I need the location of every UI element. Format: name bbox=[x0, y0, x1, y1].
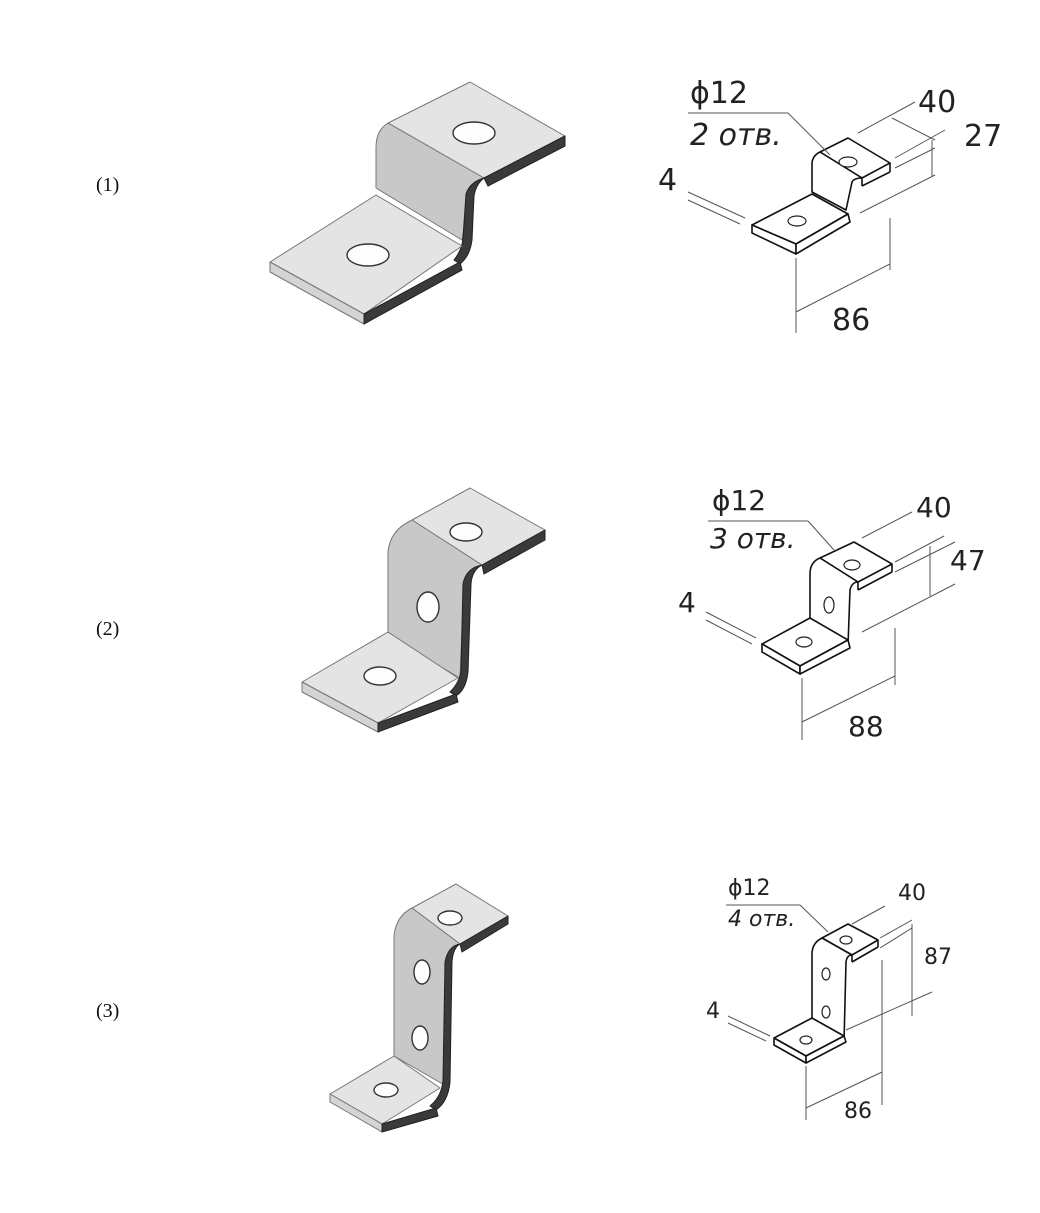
hole-count-label: 2 отв. bbox=[690, 118, 782, 153]
hole-diameter-label: ϕ12 bbox=[712, 484, 766, 517]
hole-diameter-label: ϕ12 bbox=[728, 876, 771, 901]
height-label: 27 bbox=[964, 119, 1002, 154]
hole-diameter-label: ϕ12 bbox=[690, 76, 748, 111]
length-label: 86 bbox=[832, 303, 870, 338]
variant-row-1: (1) bbox=[0, 0, 1040, 400]
height-label: 87 bbox=[924, 945, 952, 970]
width-label: 40 bbox=[918, 85, 956, 120]
variant-label: (3) bbox=[96, 1000, 120, 1022]
variant-label: (1) bbox=[96, 174, 120, 196]
width-label: 40 bbox=[916, 491, 952, 524]
width-label: 40 bbox=[898, 881, 926, 906]
length-label: 86 bbox=[844, 1099, 872, 1124]
variant-label: (2) bbox=[96, 618, 120, 640]
thickness-label: 4 bbox=[706, 999, 720, 1024]
bracket-render bbox=[269, 81, 566, 325]
height-label: 47 bbox=[950, 544, 986, 577]
length-label: 88 bbox=[848, 710, 884, 743]
thickness-label: 4 bbox=[658, 163, 677, 198]
thickness-label: 4 bbox=[678, 586, 696, 619]
variant-row-2: (2) bbox=[0, 400, 1040, 820]
hole-count-label: 4 отв. bbox=[728, 907, 795, 932]
dimension-drawing: ϕ12 2 отв. 4 40 27 86 bbox=[658, 76, 1002, 338]
hole-count-label: 3 отв. bbox=[710, 522, 796, 555]
dimension-drawing: ϕ12 3 отв. 4 40 47 88 bbox=[678, 484, 986, 743]
bracket-render bbox=[329, 883, 509, 1133]
dimension-drawing: ϕ12 4 отв. 4 40 87 86 bbox=[706, 876, 952, 1124]
bracket-render bbox=[301, 487, 546, 733]
variant-row-3: (3) bbox=[0, 820, 1040, 1213]
